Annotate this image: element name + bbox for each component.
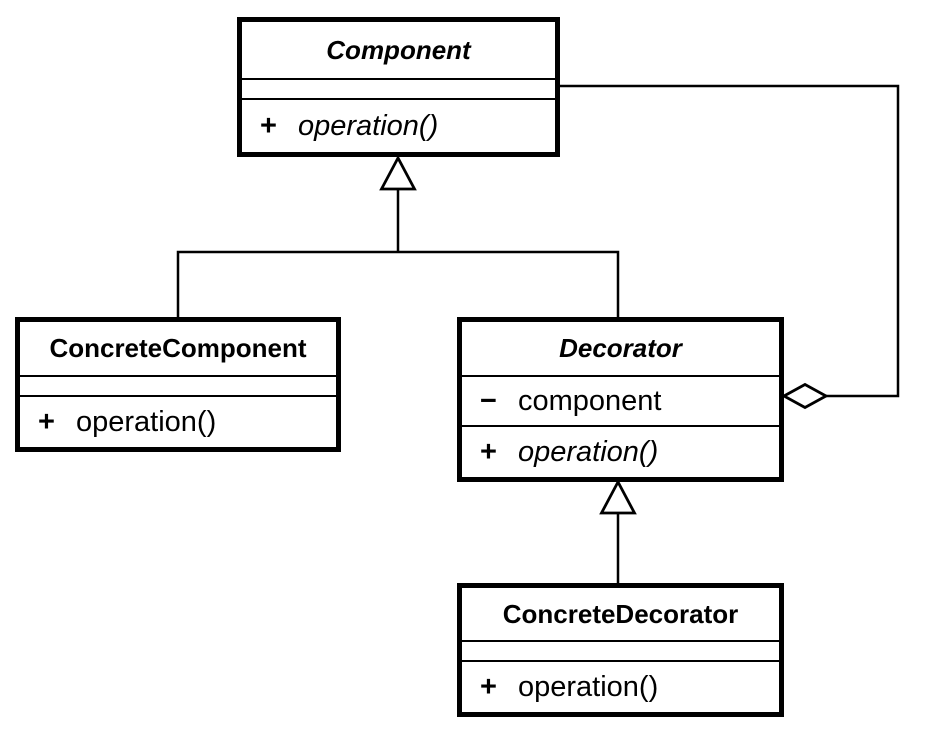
class-title: Component — [242, 22, 555, 80]
class-title: Decorator — [462, 322, 779, 377]
operation-row: + operation() — [462, 670, 779, 703]
operation-name: operation() — [298, 109, 439, 142]
operation-name: operation() — [518, 435, 659, 468]
operations-section: + operation() — [242, 100, 555, 152]
visibility-marker: − — [480, 384, 497, 417]
attributes-section: − component — [462, 377, 779, 427]
attributes-section — [242, 80, 555, 100]
visibility-marker: + — [480, 670, 497, 703]
operation-name: operation() — [518, 670, 659, 703]
operations-section: + operation() — [462, 662, 779, 712]
class-box-concrete-component: ConcreteComponent + operation() — [15, 317, 341, 452]
attributes-section — [20, 377, 336, 397]
visibility-marker: + — [38, 405, 55, 438]
operation-row: + operation() — [462, 435, 779, 468]
operations-section: + operation() — [20, 397, 336, 447]
class-name-concrete-component: ConcreteComponent — [49, 333, 307, 363]
generalization-arrowhead-component-icon — [379, 155, 417, 191]
class-box-component: Component + operation() — [237, 17, 560, 157]
class-name-component: Component — [326, 34, 471, 65]
class-title: ConcreteDecorator — [462, 588, 779, 642]
operation-name: operation() — [76, 405, 217, 438]
generalization-branch-line — [176, 250, 620, 322]
attribute-name: component — [518, 384, 662, 417]
operation-row: + operation() — [242, 109, 555, 142]
class-name-decorator: Decorator — [559, 333, 682, 363]
generalization-arrowhead-decorator-icon — [599, 479, 637, 515]
class-box-decorator: Decorator − component + operation() — [457, 317, 784, 482]
class-title: ConcreteComponent — [20, 322, 336, 377]
class-name-concrete-decorator: ConcreteDecorator — [502, 598, 739, 629]
attribute-row: − component — [462, 384, 779, 417]
operations-section: + operation() — [462, 427, 779, 477]
attributes-section — [462, 642, 779, 662]
visibility-marker: + — [260, 109, 277, 142]
class-box-concrete-decorator: ConcreteDecorator + operation() — [457, 583, 784, 717]
aggregation-line — [557, 84, 900, 398]
operation-row: + operation() — [20, 405, 336, 438]
visibility-marker: + — [480, 435, 497, 468]
aggregation-diamond-icon — [781, 382, 829, 410]
